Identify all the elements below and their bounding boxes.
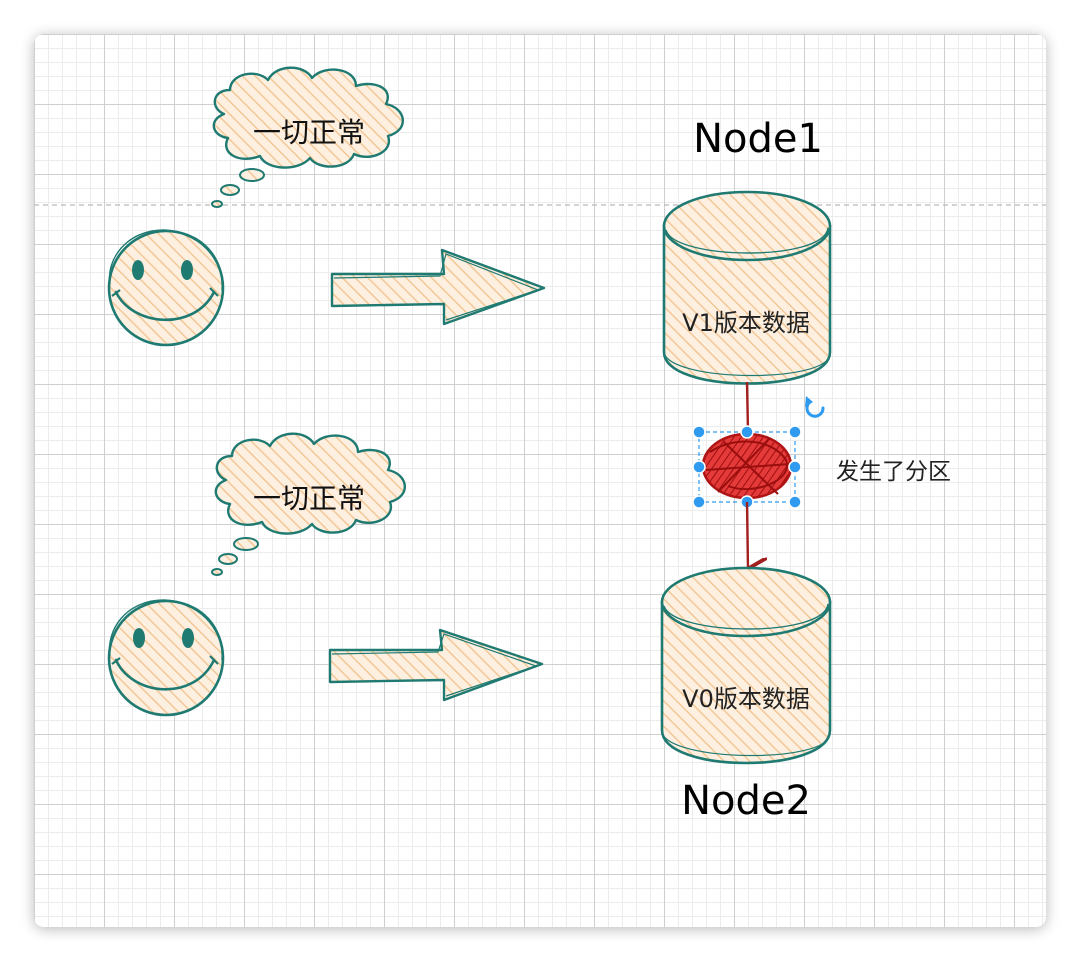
diagram-canvas[interactable]: 一切正常 Node1 V1版本数据 — [34, 34, 1046, 927]
resize-handle-ne[interactable] — [788, 425, 802, 439]
resize-handle-se[interactable] — [788, 495, 802, 509]
node2-title: Node2 — [681, 778, 811, 824]
node1-cylinder[interactable]: V1版本数据 — [662, 190, 832, 385]
bottom-right-arrow[interactable] — [328, 628, 544, 702]
node1-title: Node1 — [693, 116, 823, 162]
diagram-drawing: 一切正常 Node1 V1版本数据 — [34, 66, 1046, 824]
top-bubble-text: 一切正常 — [253, 116, 365, 149]
resize-handle-sw[interactable] — [692, 495, 706, 509]
top-right-arrow[interactable] — [330, 248, 546, 326]
bottom-bubble-text: 一切正常 — [253, 482, 365, 515]
partition-connector-top — [745, 381, 750, 433]
partition-scribble[interactable] — [692, 425, 802, 509]
bottom-thought-bubble[interactable]: 一切正常 — [211, 432, 406, 576]
top-thought-bubble[interactable]: 一切正常 — [211, 66, 404, 208]
resize-handle-nw[interactable] — [692, 425, 706, 439]
top-smiley-face-icon[interactable] — [107, 229, 225, 347]
resize-handle-e[interactable] — [788, 460, 802, 474]
node2-cylinder-label: V0版本数据 — [682, 685, 810, 713]
node1-cylinder-label: V1版本数据 — [682, 309, 810, 337]
partition-label: 发生了分区 — [836, 459, 951, 485]
node2-cylinder[interactable]: V0版本数据 — [660, 566, 832, 765]
resize-handle-n[interactable] — [740, 425, 754, 439]
rotate-icon[interactable] — [805, 396, 825, 418]
partition-connector-bottom — [747, 501, 748, 570]
resize-handle-w[interactable] — [692, 460, 706, 474]
bottom-smiley-face-icon[interactable] — [107, 599, 225, 717]
